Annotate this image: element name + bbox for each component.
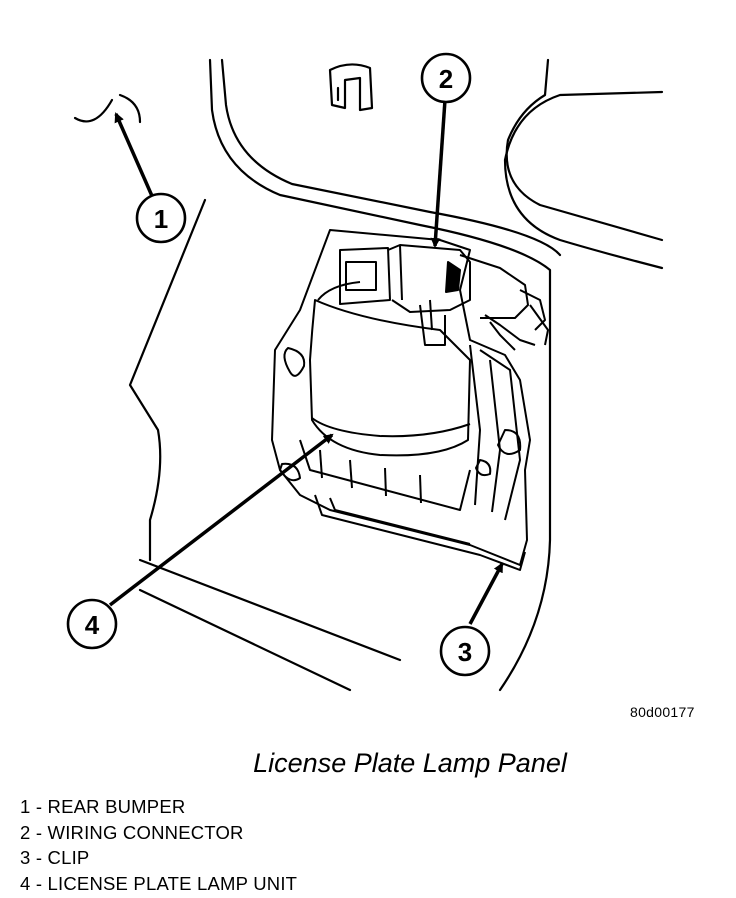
callout-circle-3 — [439, 625, 491, 677]
leader-arrow-3 — [468, 562, 504, 625]
legend-item-2: 2 - WIRING CONNECTOR — [20, 821, 244, 843]
lamp-housing — [271, 229, 549, 571]
callout-legend: 1 - REAR BUMPER 2 - WIRING CONNECTOR 3 -… — [20, 794, 297, 896]
callout-number-4: 4 — [85, 610, 100, 640]
lamp-panel-illustration: 1 2 3 4 — [66, 52, 664, 692]
leader-arrow-2 — [430, 99, 447, 248]
callout-number-1: 1 — [154, 204, 168, 234]
legend-item-4: 4 - LICENSE PLATE LAMP UNIT — [20, 872, 298, 894]
callout-4: 4 — [66, 598, 118, 650]
legend-item-3: 3 - CLIP — [20, 847, 90, 868]
callout-leaders — [108, 99, 504, 625]
figure-id-code: 80d00177 — [630, 704, 695, 720]
callout-circle-1 — [135, 192, 187, 244]
vehicle-body-outline — [73, 58, 664, 692]
callout-2: 2 — [420, 52, 472, 104]
leader-arrow-1 — [114, 112, 154, 197]
leader-arrow-4 — [108, 433, 334, 607]
figure-caption: License Plate Lamp Panel — [253, 748, 567, 778]
callout-number-2: 2 — [439, 64, 453, 94]
legend-item-1: 1 - REAR BUMPER — [20, 796, 186, 817]
callout-3: 3 — [439, 625, 491, 677]
callout-circle-2 — [420, 52, 472, 104]
callout-number-3: 3 — [458, 637, 472, 667]
callout-1: 1 — [135, 192, 187, 244]
callout-circle-4 — [66, 598, 118, 650]
